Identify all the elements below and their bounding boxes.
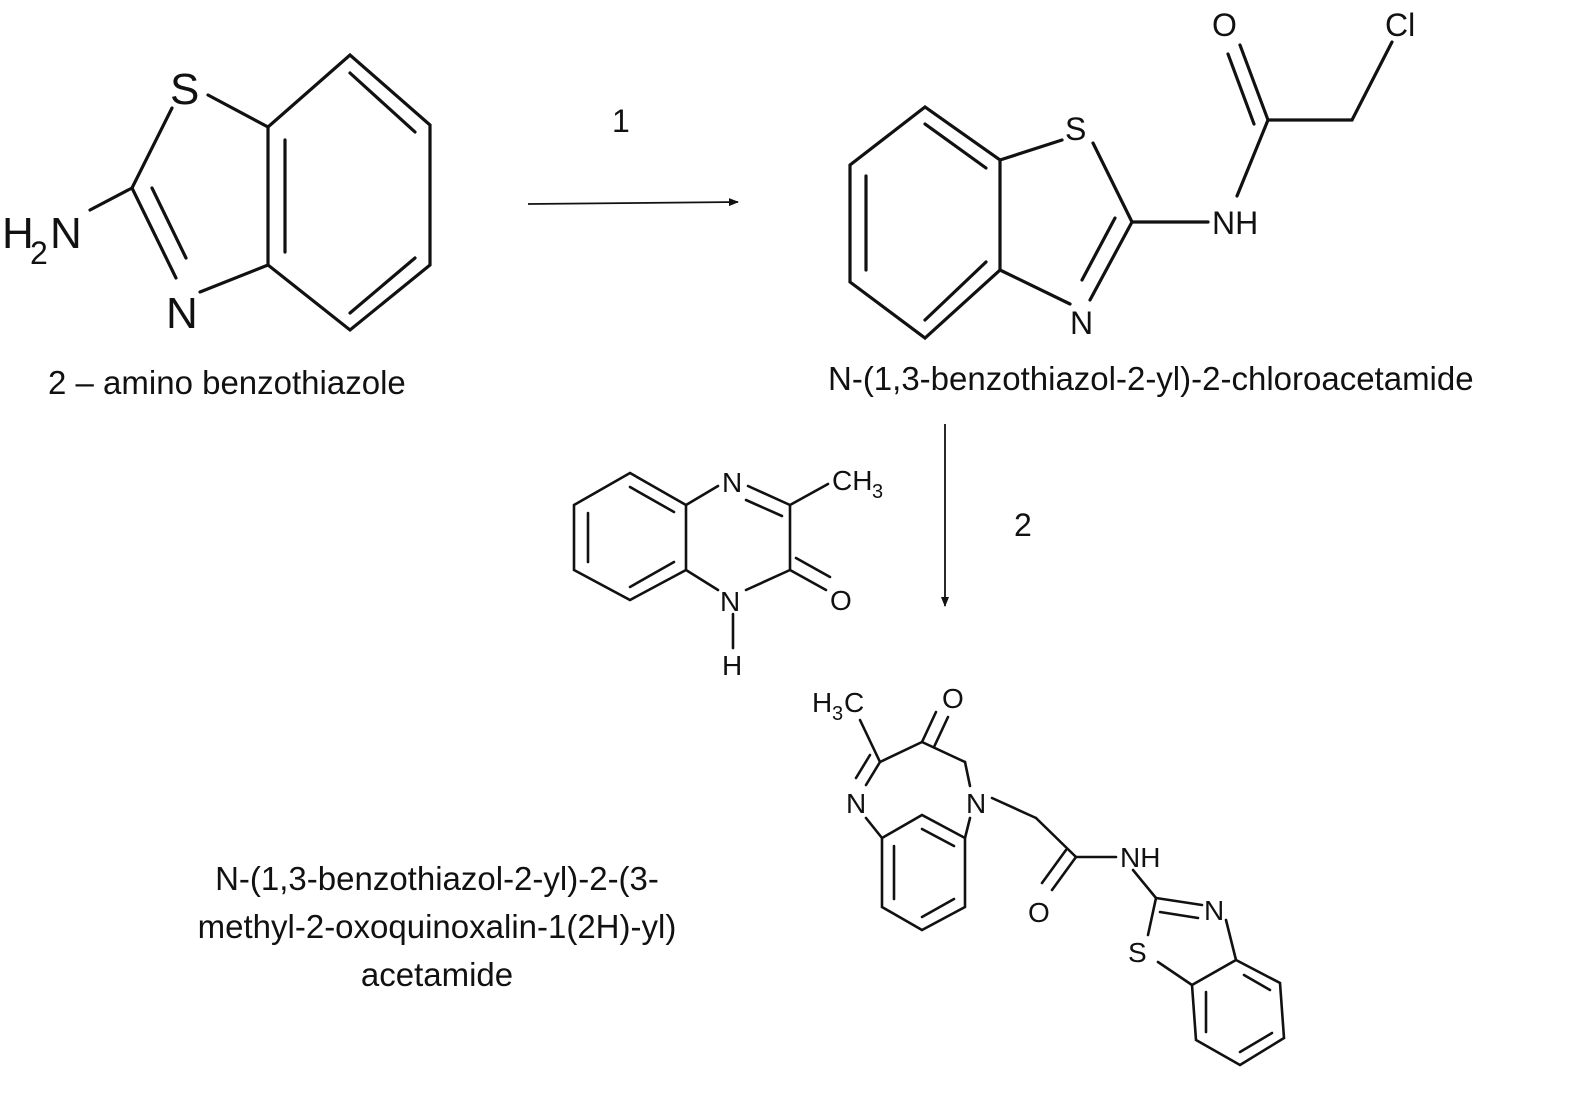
atom-n-ring: N (966, 788, 986, 819)
atom-o: O (830, 585, 852, 616)
atom-c: C (844, 687, 864, 718)
step-label-2: 2 (1014, 507, 1032, 543)
atom-ch-subscript: 3 (872, 481, 883, 503)
atom-btz-s: S (1128, 937, 1147, 968)
methylquinoxalinone-structure: N CH 3 N H O (572, 465, 883, 681)
product-name-line-1: N-(1,3-benzothiazol-2-yl)-2-(3- (215, 860, 659, 897)
atom-h: H (812, 687, 832, 718)
atom-o-amide: O (1028, 897, 1050, 928)
product-structure: H 3 C O N N NH O N S (812, 683, 1286, 1067)
compound-name-aminobenzothiazole: 2 – amino benzothiazole (48, 364, 406, 401)
atom-nh: NH (1212, 205, 1258, 241)
atom-amine-subscript: 2 (30, 235, 48, 271)
step-label-1: 1 (612, 103, 630, 139)
aminobenzothiazole-structure: S N H 2 N (2, 52, 432, 338)
atom-ch: CH (832, 465, 872, 496)
atom-amine-h: H (2, 209, 34, 258)
atom-o: O (1212, 7, 1237, 43)
atom-n: N (1070, 305, 1093, 341)
atom-btz-n: N (1204, 895, 1224, 926)
product-name-line-3: acetamide (361, 956, 513, 993)
atom-h: H (722, 650, 742, 681)
atom-n-top: N (722, 467, 742, 498)
chloroacetamide-structure: S N NH O Cl (848, 7, 1415, 341)
atom-n: N (166, 289, 198, 338)
reaction-arrow-1 (527, 198, 739, 207)
compound-name-chloroacetamide: N-(1,3-benzothiazol-2-yl)-2-chloroacetam… (828, 360, 1474, 397)
atom-n-bottom: N (720, 586, 740, 617)
atom-s: S (1065, 111, 1086, 147)
atom-n-left: N (846, 788, 866, 819)
atom-cl: Cl (1385, 7, 1415, 43)
atom-amine-n: N (50, 209, 82, 258)
product-name-line-2: methyl-2-oxoquinoxalin-1(2H)-yl) (198, 908, 677, 945)
atom-h-subscript: 3 (832, 703, 843, 725)
atom-nh: NH (1120, 842, 1160, 873)
atom-o-ring: O (942, 683, 964, 714)
atom-s: S (170, 65, 199, 114)
